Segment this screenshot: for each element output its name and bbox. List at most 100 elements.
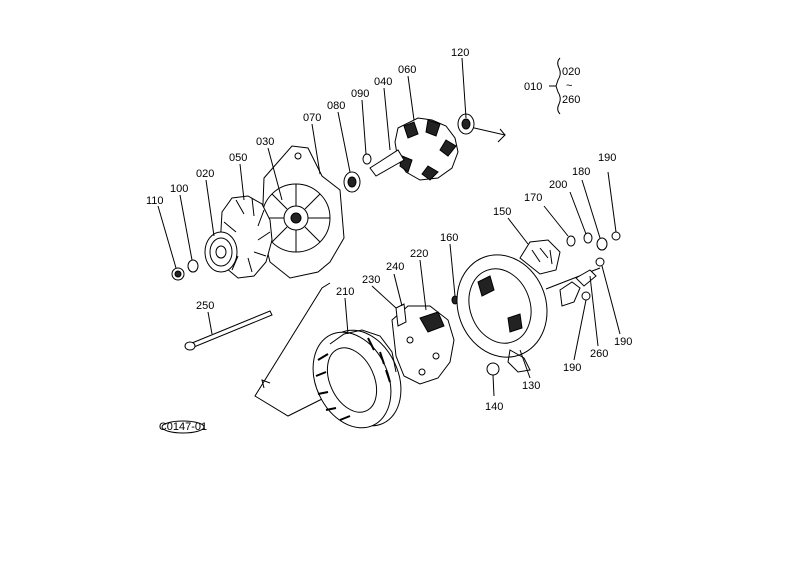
terminal-parts bbox=[559, 231, 621, 307]
rotor-shaft bbox=[369, 149, 405, 177]
part-180 bbox=[596, 237, 608, 251]
leader-250 bbox=[207, 311, 213, 335]
stator-rim bbox=[329, 329, 397, 373]
terminal-cover bbox=[559, 281, 581, 307]
drawing-stamp: C0147-01 bbox=[159, 420, 207, 434]
drive-end-frame bbox=[261, 145, 345, 279]
bolt-shank bbox=[191, 310, 273, 348]
label-010: 010 bbox=[524, 81, 542, 93]
housing-slot-1 bbox=[477, 275, 495, 297]
rear-housing-130 bbox=[456, 254, 548, 376]
nut-110-center bbox=[174, 270, 182, 278]
plate-hole-3 bbox=[418, 368, 426, 376]
pulley-assembly bbox=[171, 231, 238, 281]
part-labels: 120 060 040 090 080 070 030 050 020 100 … bbox=[146, 47, 632, 413]
housing-outer bbox=[456, 254, 548, 358]
label-040: 040 bbox=[374, 76, 392, 88]
rotor-pole-2 bbox=[425, 119, 441, 137]
label-140: 140 bbox=[485, 401, 503, 413]
label-190-low: 190 bbox=[563, 362, 581, 374]
leader-190-low bbox=[573, 299, 587, 361]
label-030: 030 bbox=[256, 136, 274, 148]
bushing-140 bbox=[486, 362, 500, 376]
part-200 bbox=[583, 232, 593, 244]
legend-tilde: ~ bbox=[566, 80, 572, 92]
stator-windings bbox=[315, 337, 391, 421]
leader-040 bbox=[383, 87, 391, 151]
rectifier-fins bbox=[531, 247, 553, 265]
leader-150 bbox=[507, 217, 529, 245]
leader-200 bbox=[569, 191, 587, 235]
leader-090 bbox=[361, 99, 367, 155]
leader-260 bbox=[589, 275, 599, 347]
leader-070 bbox=[311, 123, 321, 175]
label-110: 110 bbox=[146, 195, 164, 207]
legend-brace bbox=[555, 57, 561, 115]
label-160: 160 bbox=[440, 232, 458, 244]
label-020: 020 bbox=[196, 168, 214, 180]
leader-lines bbox=[157, 57, 621, 397]
nut-190-top bbox=[611, 231, 621, 241]
part-090-key bbox=[362, 153, 372, 165]
bracket-260 bbox=[575, 269, 597, 287]
nut-190-mid bbox=[595, 257, 605, 267]
label-080: 080 bbox=[327, 100, 345, 112]
label-170: 170 bbox=[524, 192, 542, 204]
label-250: 250 bbox=[196, 300, 214, 312]
leader-240 bbox=[393, 273, 403, 307]
bearing-120-inner bbox=[461, 118, 471, 130]
top-small-parts bbox=[343, 153, 372, 193]
label-240: 240 bbox=[386, 261, 404, 273]
rectifier-plate bbox=[519, 239, 561, 275]
stamp-oval bbox=[161, 420, 205, 434]
label-070: 070 bbox=[303, 112, 321, 124]
label-150: 150 bbox=[493, 206, 511, 218]
leader-180 bbox=[581, 179, 601, 239]
label-130: 130 bbox=[522, 380, 540, 392]
leader-080 bbox=[337, 111, 351, 173]
through-bolt-250 bbox=[184, 310, 273, 351]
frame-spokes bbox=[262, 184, 330, 252]
leader-210 bbox=[344, 297, 349, 335]
leader-110 bbox=[157, 205, 177, 269]
axis-arrow-top-head bbox=[499, 128, 506, 136]
leader-220 bbox=[419, 259, 427, 311]
label-260-ref: 260 bbox=[562, 94, 580, 106]
leader-060 bbox=[407, 75, 415, 121]
leader-170 bbox=[543, 205, 569, 237]
leader-190-top bbox=[607, 171, 617, 233]
rotor-pole-1 bbox=[403, 121, 419, 139]
part-170 bbox=[566, 235, 576, 247]
label-220: 220 bbox=[410, 248, 428, 260]
label-120: 120 bbox=[451, 47, 469, 59]
leader-190-right bbox=[601, 265, 621, 335]
leader-230 bbox=[371, 285, 397, 309]
pulley-groove bbox=[209, 237, 233, 267]
rotor-pole-4 bbox=[421, 165, 439, 181]
frame-hub-center bbox=[290, 212, 302, 224]
label-260: 260 bbox=[590, 348, 608, 360]
label-190-top: 190 bbox=[598, 152, 616, 164]
plate-hole-1 bbox=[406, 336, 414, 344]
axis-arrow-bottom bbox=[261, 379, 271, 389]
bearing-080-inner bbox=[347, 176, 357, 188]
rectifier-150 bbox=[519, 239, 561, 275]
housing-slot-2 bbox=[507, 313, 523, 333]
nut-190-low bbox=[581, 291, 591, 301]
axis-guide-bottom bbox=[254, 282, 331, 417]
assembly-reference-legend: 010 020 260 ~ bbox=[524, 57, 580, 115]
washer-100 bbox=[187, 259, 199, 273]
stator-front bbox=[312, 331, 392, 429]
pulley-hub bbox=[215, 245, 227, 259]
label-190-right: 190 bbox=[614, 336, 632, 348]
bolt-head bbox=[184, 341, 196, 351]
rotor-pole-3 bbox=[439, 139, 457, 157]
label-100: 100 bbox=[170, 183, 188, 195]
brush-holder-block bbox=[419, 311, 445, 333]
label-090: 090 bbox=[351, 88, 369, 100]
leader-030 bbox=[267, 147, 283, 201]
label-060: 060 bbox=[398, 64, 416, 76]
label-020-ref: 020 bbox=[562, 66, 580, 78]
housing-foot bbox=[507, 349, 531, 373]
